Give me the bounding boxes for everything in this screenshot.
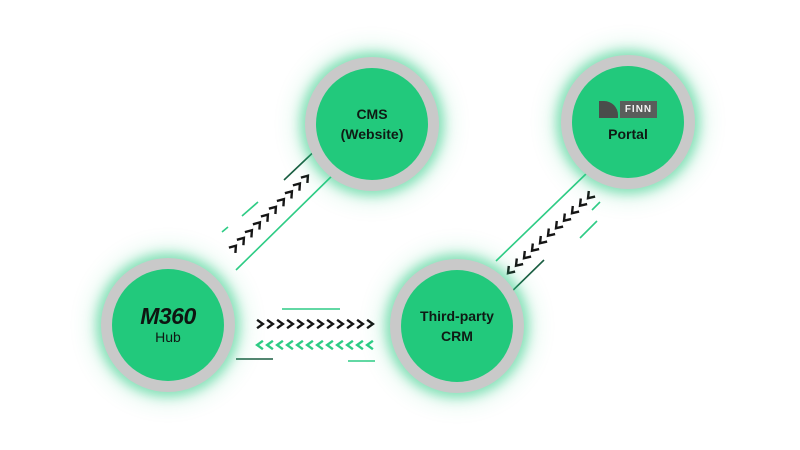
arrow-to-cms-icon (284, 189, 294, 199)
node-crm[interactable]: Third-party CRM (390, 259, 524, 393)
arrow-to-crm-from-portal-icon (514, 258, 524, 268)
arrow-to-cms-icon (236, 236, 246, 246)
arrow-to-crm-from-portal-icon (506, 265, 516, 275)
arrow-to-crm-icon (266, 318, 275, 330)
portal-label: Portal (608, 125, 648, 142)
arrow-to-hub-icon (265, 339, 274, 351)
arrow-to-crm-icon (316, 318, 325, 330)
node-portal-inner: FINN Portal (572, 66, 684, 178)
connectors (221, 143, 601, 362)
finn-logo: FINN (598, 100, 658, 118)
crm-label-line2: CRM (441, 328, 473, 344)
arrow-to-cms-icon (300, 174, 310, 183)
portal-crm-dash (579, 220, 598, 239)
hub-cms-dash (221, 226, 229, 233)
arrow-to-crm-from-portal-icon (578, 198, 588, 208)
arrow-to-hub-icon (355, 339, 364, 351)
node-cms[interactable]: CMS (Website) (305, 57, 439, 191)
arrow-to-crm-icon (306, 318, 315, 330)
cms-label-line2: (Website) (340, 126, 404, 142)
arrow-to-cms-icon (228, 244, 238, 253)
node-crm-inner: Third-party CRM (401, 270, 513, 382)
arrow-to-crm-icon (296, 318, 305, 330)
arrow-to-hub-icon (335, 339, 344, 351)
portal-crm-dash (591, 201, 601, 211)
arrow-to-hub-icon (305, 339, 314, 351)
arrow-to-crm-from-portal-icon (586, 190, 596, 200)
arrow-to-crm-icon (346, 318, 355, 330)
node-hub-inner: M360 Hub (112, 269, 224, 381)
arrow-to-hub-icon (295, 339, 304, 351)
arrow-to-crm-from-portal-icon (538, 235, 548, 245)
arrow-to-hub-icon (365, 339, 374, 351)
arrow-to-crm-from-portal-icon (554, 220, 564, 230)
arrow-to-crm-icon (276, 318, 285, 330)
arrow-to-hub-icon (255, 339, 264, 351)
arrow-to-crm-from-portal-icon (530, 243, 540, 253)
arrow-to-crm-icon (336, 318, 345, 330)
node-cms-inner: CMS (Website) (316, 68, 428, 180)
m360-logo: M360 (140, 303, 196, 329)
arrow-to-hub-icon (345, 339, 354, 351)
hub-cms-line (235, 167, 341, 271)
crm-label-line1: Third-party (420, 308, 494, 324)
arrow-to-crm-icon (256, 318, 265, 330)
hub-label: Hub (155, 329, 181, 345)
arrow-to-crm-icon (286, 318, 295, 330)
node-portal[interactable]: FINN Portal (561, 55, 695, 189)
finn-logo-icon (598, 100, 618, 118)
arrow-to-cms-icon (244, 228, 254, 238)
arrow-to-crm-icon (366, 318, 375, 330)
arrow-to-hub-icon (325, 339, 334, 351)
arrow-to-hub-icon (285, 339, 294, 351)
arrow-to-cms-icon (292, 181, 302, 191)
cms-label-line1: CMS (356, 106, 388, 122)
arrow-to-cms-icon (252, 220, 262, 230)
arrow-to-cms-icon (260, 212, 270, 222)
portal-crm-line (495, 171, 589, 262)
arrow-to-crm-icon (356, 318, 365, 330)
arrow-to-crm-from-portal-icon (522, 250, 532, 260)
arrow-to-hub-icon (315, 339, 324, 351)
arrow-to-crm-from-portal-icon (570, 205, 580, 215)
finn-logo-text: FINN (619, 100, 658, 118)
hub-cms-dash (241, 201, 259, 217)
arrow-to-cms-icon (276, 197, 286, 207)
node-hub[interactable]: M360 Hub (101, 258, 235, 392)
arrow-to-cms-icon (268, 205, 278, 215)
arrow-to-crm-icon (326, 318, 335, 330)
arrow-to-crm-from-portal-icon (562, 213, 572, 223)
arrow-to-crm-from-portal-icon (546, 228, 556, 238)
arrow-to-hub-icon (275, 339, 284, 351)
